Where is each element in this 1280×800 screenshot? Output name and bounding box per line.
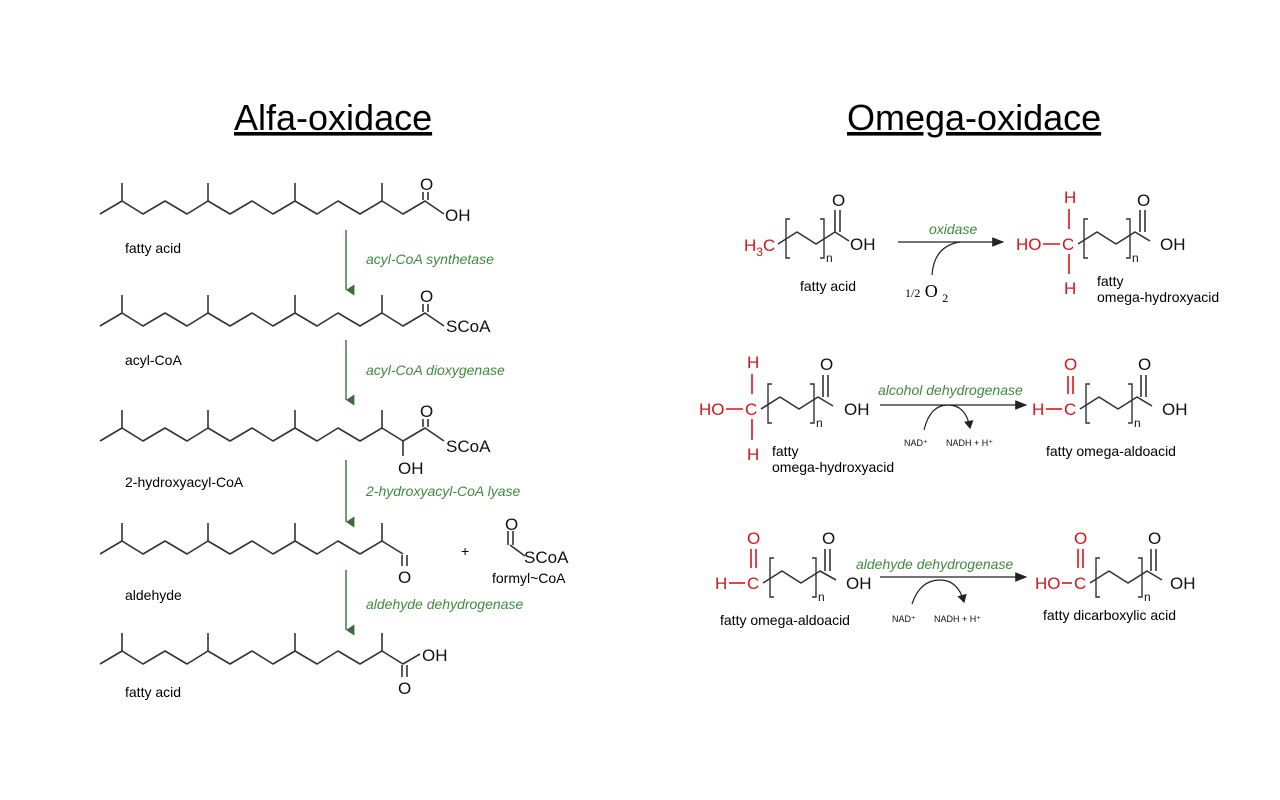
alpha-byproduct: formyl~CoA <box>492 570 566 586</box>
alpha-final-fatty-acid-structure: O OH <box>99 633 448 698</box>
alpha-enzyme-3: 2-hydroxyacyl-CoA lyase <box>365 483 521 499</box>
omega-r3-cofactor-in: NAD⁺ <box>892 614 916 624</box>
svg-text:O: O <box>747 529 760 548</box>
svg-text:OH: OH <box>850 235 876 254</box>
omega-r2-product-label: fatty omega-aldoacid <box>1046 443 1176 459</box>
alpha-plus: + <box>461 543 469 559</box>
svg-text:O: O <box>1064 355 1077 374</box>
omega-r3-product-label: fatty dicarboxylic acid <box>1043 607 1176 623</box>
svg-text:C: C <box>1074 574 1086 593</box>
omega-r1-arrow <box>898 237 1005 276</box>
omega-r2-arrow <box>880 400 1028 431</box>
svg-text:O: O <box>820 355 833 374</box>
svg-text:O: O <box>822 529 835 548</box>
omega-r1-substrate-label: fatty acid <box>800 278 856 294</box>
alpha-title: Alfa-oxidace <box>234 97 432 138</box>
omega-r3-product-structure: HO C O n O OH <box>1035 529 1196 604</box>
svg-text:OH: OH <box>1162 400 1188 419</box>
svg-text:OH: OH <box>422 646 448 665</box>
svg-text:C: C <box>1062 235 1074 254</box>
svg-text:n: n <box>818 590 825 604</box>
omega-title: Omega-oxidace <box>847 97 1101 138</box>
svg-text:n: n <box>1144 590 1151 604</box>
svg-text:O: O <box>505 515 518 534</box>
svg-text:OH: OH <box>1160 235 1186 254</box>
svg-text:C: C <box>1064 400 1076 419</box>
omega-r2-cofactor-out: NADH + H⁺ <box>946 438 993 448</box>
svg-text:OH: OH <box>844 400 870 419</box>
svg-text:n: n <box>1132 251 1139 265</box>
omega-r3-substrate-structure: H C O n O OH <box>715 529 872 604</box>
formyl-coa-structure: O SCoA <box>505 515 569 567</box>
svg-text:C: C <box>747 574 759 593</box>
omega-r1-product-label-1: fatty <box>1097 273 1123 289</box>
svg-text:HO: HO <box>1016 235 1042 254</box>
alpha-compound-1: fatty acid <box>125 240 181 256</box>
alpha-compound-4: aldehyde <box>125 587 182 603</box>
alpha-aldehyde-structure: O <box>99 523 411 587</box>
svg-text:OH: OH <box>445 206 471 225</box>
svg-text:O: O <box>1148 529 1161 548</box>
svg-text:H: H <box>715 574 727 593</box>
svg-text:H: H <box>1064 279 1076 298</box>
svg-text:H3C: H3C <box>744 236 775 259</box>
omega-r2-cofactor-in: NAD⁺ <box>904 438 928 448</box>
svg-text:O: O <box>420 402 433 421</box>
svg-text:OH: OH <box>1170 574 1196 593</box>
omega-r1-enzyme: oxidase <box>929 221 977 237</box>
svg-text:HO: HO <box>699 400 725 419</box>
svg-text:n: n <box>1134 416 1141 430</box>
omega-r1-product-label-2: omega-hydroxyacid <box>1097 289 1219 305</box>
omega-r2-substrate-label-1: fatty <box>772 443 798 459</box>
alpha-compound-3: 2-hydroxyacyl-CoA <box>125 474 244 490</box>
alpha-compound-2: acyl-CoA <box>125 352 182 368</box>
svg-text:OH: OH <box>398 459 424 478</box>
alpha-enzyme-1: acyl-CoA synthetase <box>366 251 494 267</box>
svg-text:O: O <box>1137 191 1150 210</box>
svg-text:O: O <box>420 287 433 306</box>
alpha-compound-5: fatty acid <box>125 684 181 700</box>
svg-text:n: n <box>826 251 833 265</box>
svg-text:H: H <box>1064 188 1076 207</box>
omega-r3-arrow <box>880 572 1028 605</box>
svg-text:H: H <box>1032 400 1044 419</box>
svg-text:H: H <box>747 445 759 464</box>
svg-text:O: O <box>1074 529 1087 548</box>
omega-r3-enzyme: aldehyde dehydrogenase <box>856 556 1013 572</box>
svg-text:O: O <box>420 175 433 194</box>
svg-text:C: C <box>745 400 757 419</box>
omega-r1-cofactor: 1/2 O 2 <box>905 281 948 305</box>
alpha-enzyme-4: aldehyde dehydrogenase <box>366 596 523 612</box>
svg-text:SCoA: SCoA <box>524 548 569 567</box>
omega-r1-substrate-structure: H3C n O OH <box>744 191 876 265</box>
svg-text:SCoA: SCoA <box>446 437 491 456</box>
omega-r2-enzyme: alcohol dehydrogenase <box>878 382 1023 398</box>
omega-r2-substrate-label-2: omega-hydroxyacid <box>772 459 894 475</box>
svg-text:O: O <box>1138 355 1151 374</box>
alpha-acyl-coa-structure: O SCoA <box>99 287 491 336</box>
svg-text:OH: OH <box>846 574 872 593</box>
omega-r2-substrate-structure: HO C H H n O OH <box>699 353 870 464</box>
svg-text:HO: HO <box>1035 574 1061 593</box>
alpha-fatty-acid-structure: O OH <box>99 175 471 225</box>
alpha-hydroxyacyl-coa-structure: O SCoA OH <box>99 402 491 478</box>
svg-text:O: O <box>398 679 411 698</box>
svg-text:O: O <box>832 191 845 210</box>
svg-text:SCoA: SCoA <box>446 317 491 336</box>
omega-r2-product-structure: H C O n O OH <box>1032 355 1188 430</box>
omega-r3-cofactor-out: NADH + H⁺ <box>934 614 981 624</box>
svg-text:H: H <box>747 353 759 372</box>
svg-text:O: O <box>398 568 411 587</box>
omega-r3-substrate-label: fatty omega-aldoacid <box>720 612 850 628</box>
alpha-enzyme-2: acyl-CoA dioxygenase <box>366 362 505 378</box>
omega-r1-product-structure: HO C H H n O OH <box>1016 188 1186 298</box>
svg-text:n: n <box>816 416 823 430</box>
